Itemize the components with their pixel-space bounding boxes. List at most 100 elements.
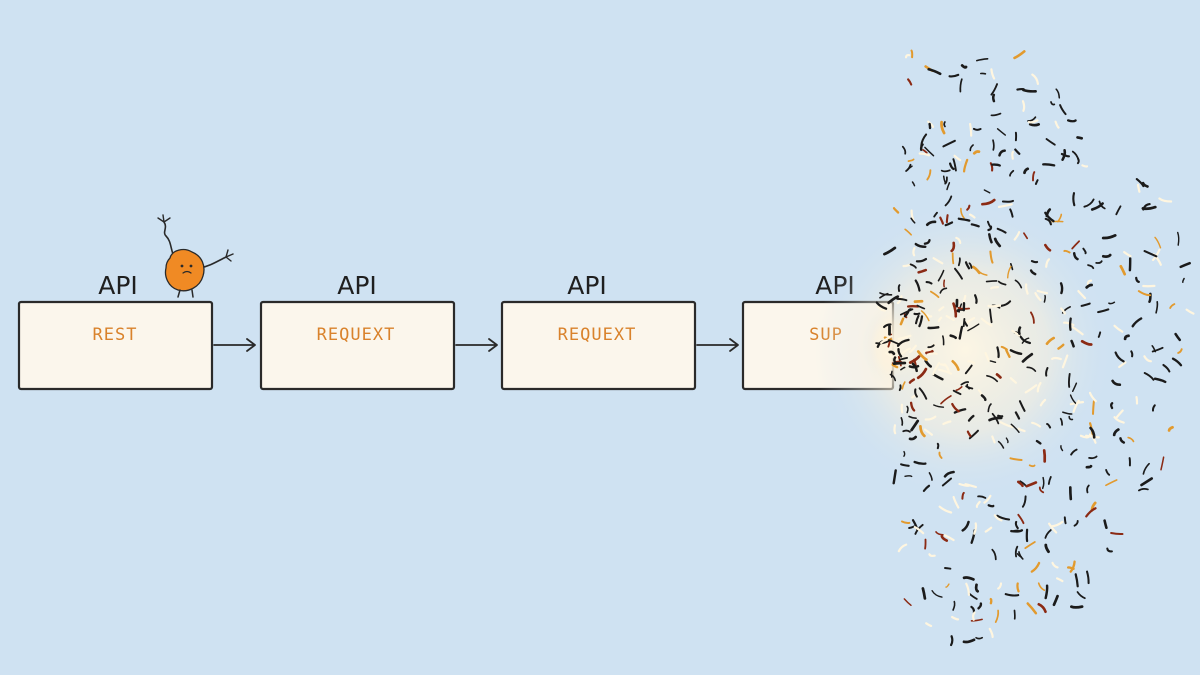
particle: [965, 317, 976, 325]
particle: [952, 389, 962, 396]
particle: [1072, 399, 1080, 413]
particle: [910, 419, 920, 432]
particle: [909, 344, 917, 354]
particle: [914, 242, 927, 249]
particle: [955, 385, 963, 392]
particle: [1179, 261, 1191, 269]
stage-3: API REQUEXT: [500, 271, 697, 391]
particle: [1103, 519, 1108, 529]
particle: [991, 163, 1001, 167]
particle: [1027, 119, 1039, 124]
particle: [966, 204, 971, 211]
rest-box: [17, 300, 214, 391]
particle: [1141, 181, 1149, 188]
particle: [900, 417, 904, 426]
particle: [899, 308, 914, 316]
particle: [1118, 361, 1127, 369]
particle: [1037, 582, 1046, 592]
particle: [923, 428, 933, 436]
particle-scatter: [875, 49, 1195, 647]
particle: [1077, 290, 1087, 300]
particle: [1086, 484, 1090, 494]
particle: [964, 364, 973, 375]
particle: [945, 583, 950, 588]
particle: [1044, 543, 1050, 554]
particle: [1110, 402, 1114, 410]
particle: [1050, 520, 1064, 528]
particle: [1162, 363, 1171, 373]
particle: [897, 356, 902, 367]
particle: [997, 203, 1013, 208]
particle: [1088, 455, 1098, 460]
particle: [1042, 163, 1056, 167]
particle: [966, 383, 971, 390]
particle: [968, 429, 979, 440]
particle: [933, 211, 938, 218]
particle: [922, 484, 931, 492]
particle: [938, 505, 953, 514]
particle: [983, 494, 992, 504]
particle: [913, 460, 927, 465]
particle: [1066, 119, 1077, 123]
particle: [1069, 394, 1077, 405]
particle: [1074, 573, 1079, 588]
particle: [925, 220, 937, 227]
particle: [1016, 582, 1020, 593]
particle: [914, 388, 918, 398]
particle: [1062, 411, 1073, 415]
particle: [989, 250, 994, 264]
particle: [967, 414, 975, 422]
particle: [1071, 382, 1078, 393]
particle: [997, 414, 1004, 418]
particle: [908, 525, 915, 529]
particle: [1063, 249, 1071, 254]
particle: [952, 302, 958, 318]
particle: [980, 317, 993, 327]
particle: [891, 363, 899, 369]
particle: [915, 257, 928, 263]
particle: [1071, 150, 1080, 162]
particle: [925, 350, 934, 355]
particle: [1028, 122, 1041, 127]
particle: [922, 149, 928, 154]
particle: [1026, 366, 1037, 372]
particle: [1036, 289, 1049, 295]
particle: [995, 373, 1002, 379]
particle: [1010, 423, 1020, 434]
api-label-2: API: [337, 271, 377, 300]
particle: [1013, 50, 1026, 60]
particle: [941, 477, 953, 487]
particle: [940, 535, 949, 542]
particle: [913, 526, 925, 535]
particle: [1017, 326, 1022, 335]
particle: [893, 356, 897, 364]
particle: [1041, 476, 1045, 490]
particle: [1085, 507, 1097, 518]
particle: [1076, 591, 1086, 600]
particle: [879, 292, 889, 299]
particle: [1059, 417, 1063, 426]
particle: [935, 531, 944, 536]
particle: [1070, 339, 1075, 348]
particle: [969, 144, 974, 152]
particle: [927, 120, 935, 128]
particle: [923, 239, 931, 245]
particle: [888, 339, 900, 346]
request-box-1: [259, 300, 456, 391]
particle: [996, 227, 1007, 234]
particle: [938, 451, 943, 459]
particle: [916, 304, 926, 310]
particle: [1090, 202, 1104, 211]
particle: [950, 635, 954, 647]
particle: [1123, 334, 1130, 341]
particle: [1143, 355, 1152, 363]
particle: [1112, 428, 1120, 437]
particle: [924, 415, 937, 421]
particle: [892, 207, 900, 214]
particle: [925, 281, 933, 285]
particle: [987, 304, 1002, 308]
particle: [896, 338, 910, 347]
particle: [1057, 343, 1065, 350]
particle: [989, 308, 993, 324]
particle: [1017, 513, 1025, 525]
